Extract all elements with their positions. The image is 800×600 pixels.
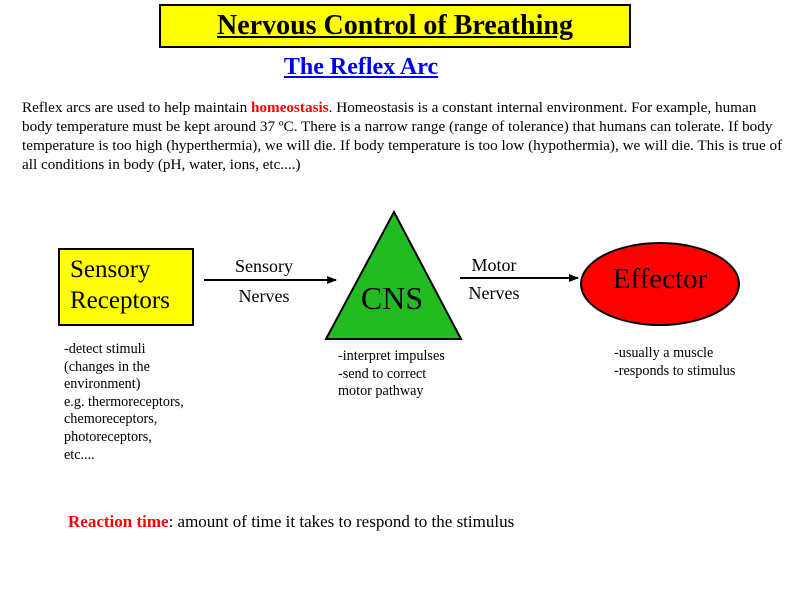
page-title: Nervous Control of Breathing — [217, 10, 573, 41]
effector-notes: -usually a muscle-responds to stimulus — [614, 345, 735, 380]
cns-note-line: motor pathway — [338, 383, 424, 400]
cns-triangle — [324, 210, 463, 340]
receptors-note-line: chemoreceptors, — [64, 411, 158, 428]
intro-text-after: . Homeostasis is a constant internal env… — [22, 99, 783, 173]
intro-paragraph: Reflex arcs are used to help maintain ho… — [22, 98, 790, 174]
motor-arrow-bottom-label: Nerves — [468, 283, 520, 303]
reaction-time-definition: : amount of time it takes to respond to … — [168, 512, 515, 531]
sensory-receptors-line2: Receptors — [70, 287, 170, 314]
cns-label: CNS — [360, 280, 424, 316]
sensory-arrow-bottom-label: Nerves — [238, 286, 290, 306]
sensory-receptors-box: Sensory Receptors — [58, 248, 194, 326]
effector-note-line: -usually a muscle — [614, 345, 714, 361]
intro-text-before: Reflex arcs are used to help maintain — [22, 99, 251, 116]
effector-label: Effector — [612, 262, 708, 295]
receptors-note-line: e.g. thermoreceptors, — [64, 393, 184, 410]
effector-note-line: -responds to stimulus — [614, 362, 736, 379]
receptors-note-line: -detect stimuli — [64, 341, 146, 357]
receptors-note-line: environment) — [64, 376, 141, 393]
receptors-note-line: (changes in the — [64, 358, 150, 375]
subtitle: The Reflex Arc — [283, 54, 439, 80]
receptors-note-line: photoreceptors, — [64, 428, 152, 445]
cns-note-line: -send to correct — [338, 365, 427, 382]
receptors-note-line: etc.... — [64, 446, 95, 463]
reaction-time-term: Reaction time — [68, 512, 169, 531]
reaction-time-line: Reaction time: amount of time it takes t… — [68, 512, 514, 532]
cns-note-line: -interpret impulses — [338, 348, 445, 364]
sensory-arrow-top-label: Sensory — [235, 256, 293, 276]
sensory-receptors-line1: Sensory — [70, 256, 151, 283]
motor-arrow-top-label: Motor — [471, 255, 517, 275]
effector-ellipse: Effector — [580, 242, 740, 326]
homeostasis-term: homeostasis — [251, 99, 329, 116]
title-banner: Nervous Control of Breathing — [159, 4, 631, 48]
